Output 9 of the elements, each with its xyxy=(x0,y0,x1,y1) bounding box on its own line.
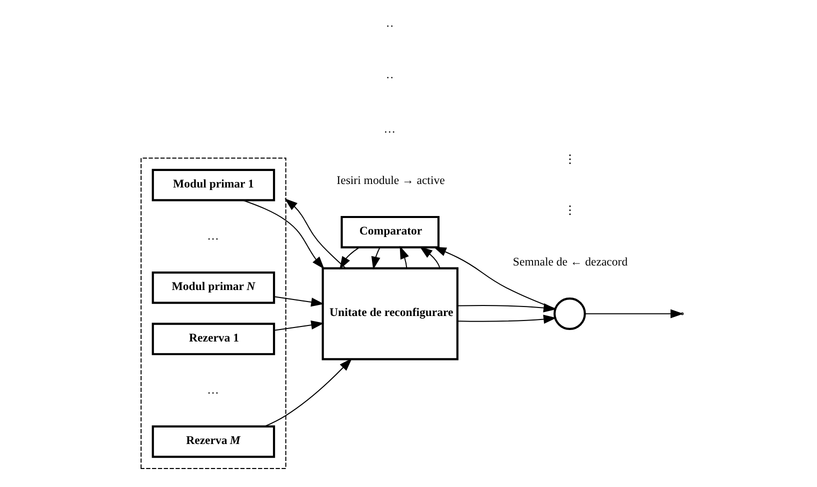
label: ⋮ xyxy=(564,152,576,166)
label: ·· xyxy=(386,71,394,84)
label: … xyxy=(384,122,396,136)
label: … xyxy=(207,229,219,242)
label: … xyxy=(207,383,219,396)
label: Semnale de ← dezacord xyxy=(512,256,628,269)
label: ⋮ xyxy=(564,204,576,218)
label: ·· xyxy=(386,20,394,33)
label: Iesiri module → active xyxy=(336,174,445,187)
